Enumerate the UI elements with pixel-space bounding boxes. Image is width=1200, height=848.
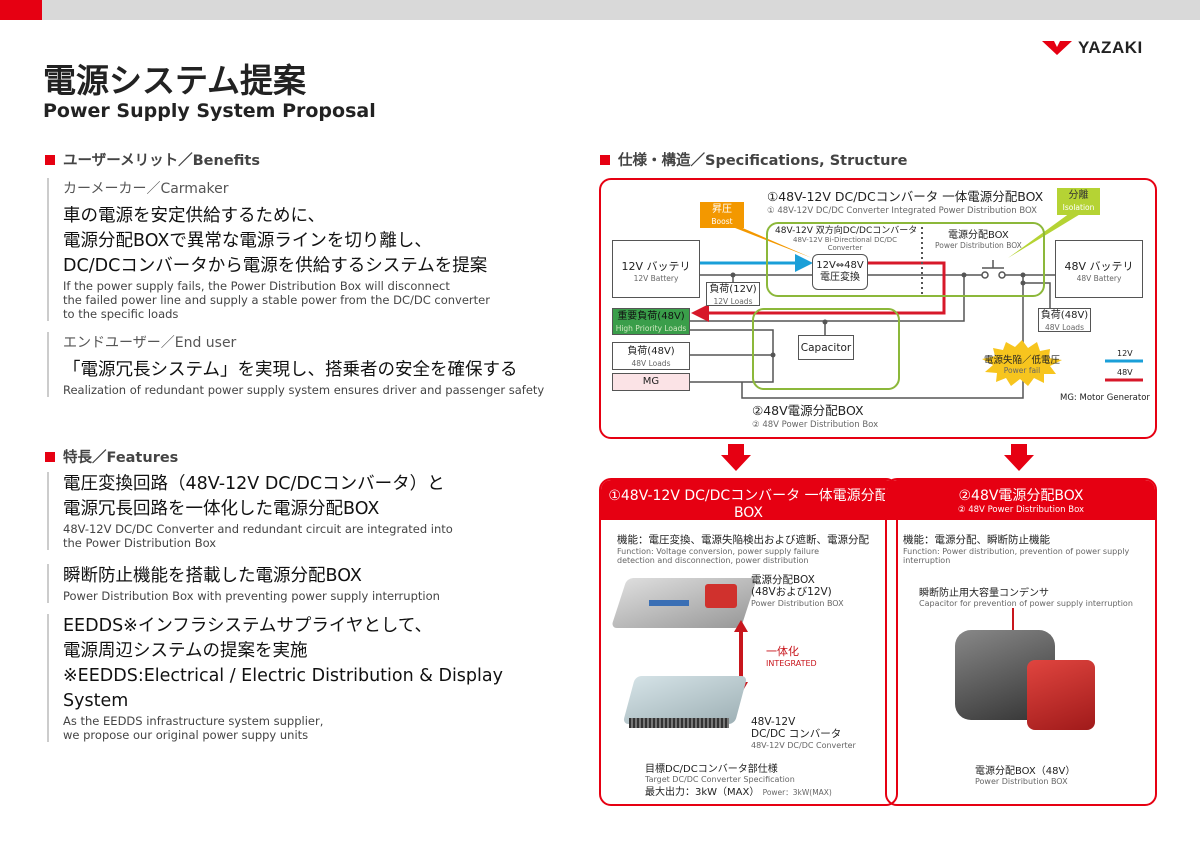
load-48v: 負荷(48V)48V Loads	[612, 342, 690, 370]
high-priority-loads: 重要負荷(48V)High Priority Loads	[612, 308, 690, 335]
double-arrow-icon	[734, 620, 748, 694]
enduser-text: 「電源冗長システム」を実現し、搭乗者の安全を確保する	[63, 360, 518, 380]
motor-generator: MG	[612, 373, 690, 391]
mg-note: MG: Motor Generator	[1060, 393, 1150, 403]
feature-en: the Power Distribution Box	[63, 536, 217, 550]
red-terminals	[1027, 660, 1095, 730]
carmaker-en: the failed power line and supply a stabl…	[63, 293, 490, 307]
feature-text: 瞬断防止機能を搭載した電源分配BOX	[63, 566, 362, 586]
carmaker-text: DC/DCコンバータから電源を供給するシステムを提案	[63, 256, 488, 276]
feature-text: ※EEDDS:Electrical / Electric Distributio…	[63, 666, 503, 711]
feature-text: 電源冗長回路を一体化した電源分配BOX	[63, 499, 380, 519]
box-label: 電源分配BOX（48V）Power Distribution BOX	[975, 766, 1076, 786]
feature-text: EEDDS※インフラシステムサプライヤとして、	[63, 616, 433, 636]
converter-product-image	[622, 676, 748, 724]
pdb-label: 電源分配BOX(48Vおよび12V)Power Distribution BOX	[751, 574, 844, 608]
power-fail-burst	[982, 340, 1062, 386]
integrated-box-outline	[766, 222, 1045, 297]
v48-line	[691, 261, 946, 322]
capacitor: Capacitor	[798, 335, 854, 360]
yazaki-mark-icon	[1042, 41, 1072, 55]
feature-en: 48V-12V DC/DC Converter and redundant ci…	[63, 522, 453, 536]
top-accent	[0, 0, 42, 20]
max-power: 最大出力：3kW（MAX） Power：3kW(MAX)	[645, 787, 832, 798]
red-cover	[705, 584, 737, 608]
features-heading: 特長／Features	[45, 446, 178, 467]
connector-strip	[649, 600, 689, 606]
feature-en: Power Distribution Box with preventing p…	[63, 589, 440, 603]
feature-item: 電圧変換回路（48V-12V DC/DCコンバータ）と 電源冗長回路を一体化した…	[47, 472, 567, 550]
system-diagram	[599, 178, 1157, 439]
feature-text: 電源周辺システムの提案を実施	[63, 641, 308, 661]
legend-12v: 12V	[1117, 349, 1133, 358]
benefits-heading: ユーザーメリット／Benefits	[45, 149, 260, 170]
carmaker-text: 車の電源を安定供給するために、	[63, 206, 325, 226]
feature-en: we propose our original power suppy unit…	[63, 728, 309, 742]
carmaker-en: to the specific loads	[63, 307, 179, 321]
feature-item: EEDDS※インフラシステムサプライヤとして、 電源周辺システムの提案を実施 ※…	[47, 614, 567, 742]
top-bar	[0, 0, 1200, 20]
enduser-label: エンドユーザー／End user	[63, 335, 237, 351]
feature-en: As the EEDDS infrastructure system suppl…	[63, 714, 324, 728]
carmaker-label: カーメーカー／Carmaker	[63, 181, 229, 197]
feature-item: 瞬断防止機能を搭載した電源分配BOX Power Distribution Bo…	[47, 564, 567, 603]
legend-48v: 48V	[1117, 368, 1133, 377]
page-title: 電源システム提案	[43, 61, 307, 100]
yazaki-logo: YAZAKI	[1042, 38, 1143, 58]
enduser-block: エンドユーザー／End user 「電源冗長システム」を実現し、搭乗者の安全を確…	[47, 332, 567, 397]
logo-text: YAZAKI	[1078, 38, 1143, 57]
page-subtitle: Power Supply System Proposal	[43, 100, 376, 122]
load-48v-right: 負荷(48V)48V Loads	[1038, 308, 1091, 332]
specs-heading: 仕様・構造／Specifications, Structure	[600, 149, 907, 170]
carmaker-text: 電源分配BOXで異常な電源ラインを切り離し、	[63, 231, 432, 251]
down-arrow-icon	[1004, 444, 1034, 471]
box2-outline	[752, 308, 900, 390]
carmaker-en: If the power supply fails, the Power Dis…	[63, 279, 450, 293]
feature-text: 電圧変換回路（48V-12V DC/DCコンバータ）と	[63, 474, 445, 494]
enduser-en: Realization of redundant power supply sy…	[63, 383, 545, 397]
heatsink	[629, 718, 729, 728]
carmaker-block: カーメーカー／Carmaker 車の電源を安定供給するために、 電源分配BOXで…	[47, 178, 567, 321]
down-arrow-icon	[721, 444, 751, 471]
load-12v: 負荷(12V)12V Loads	[706, 282, 760, 306]
